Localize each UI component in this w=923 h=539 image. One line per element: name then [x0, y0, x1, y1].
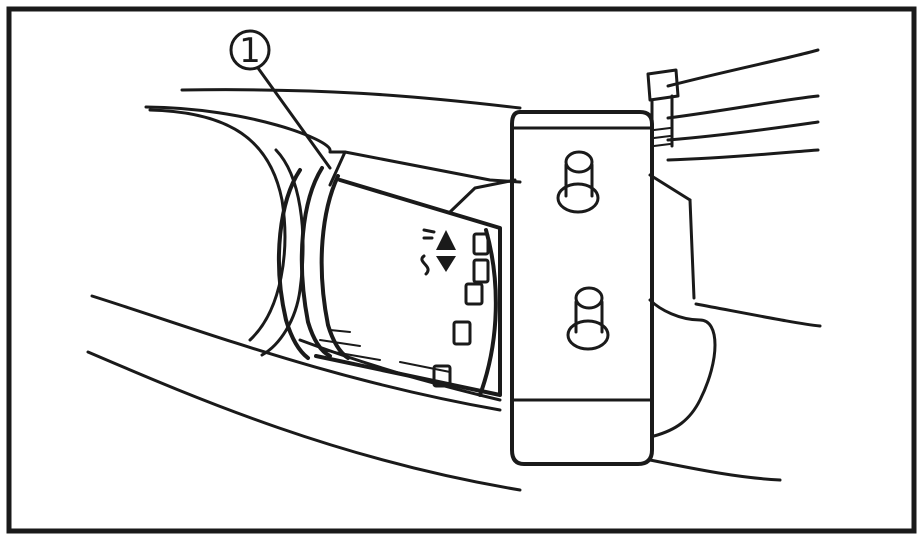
upper-clamp-screw: [556, 150, 600, 214]
callout-label: 1: [239, 31, 261, 71]
frame-tube-lower: [666, 120, 820, 142]
right-bracket-edge: [688, 198, 696, 300]
switch-housing-groove: [448, 178, 517, 214]
grip-flange-ring: [277, 168, 310, 360]
switch-buttons: [432, 232, 490, 388]
right-mid-contour: [648, 298, 717, 438]
right-lower-contour: [694, 302, 822, 328]
callout-circle: [229, 29, 271, 71]
handlebar-upper-line: [144, 105, 332, 152]
grip-flange-ring-2: [299, 166, 332, 358]
turn-signal-symbols: [420, 228, 456, 276]
switch-housing-lip: [328, 150, 347, 187]
lower-contour-3: [648, 458, 782, 482]
lower-contour-2: [86, 350, 522, 492]
right-bracket-edge-2: [648, 173, 692, 202]
grip-rubber: [148, 108, 287, 342]
handlebar-top-edge: [180, 88, 522, 110]
figure-frame: [6, 6, 917, 534]
frame-tube-lowest: [666, 148, 820, 162]
frame-tube-middle: [666, 94, 820, 120]
frame-tube-upper: [666, 48, 820, 88]
lower-clamp-screw: [566, 286, 610, 351]
clamp-plate: [510, 110, 654, 466]
switch-housing-hatch: [319, 329, 451, 373]
lower-contour-1: [90, 294, 502, 412]
switch-housing-top: [328, 150, 522, 184]
grip-rubber-inner: [260, 148, 305, 357]
switch-housing-right-edge: [478, 228, 498, 397]
grip-flange-ring-3: [319, 174, 350, 360]
callout-leader: [256, 66, 332, 170]
